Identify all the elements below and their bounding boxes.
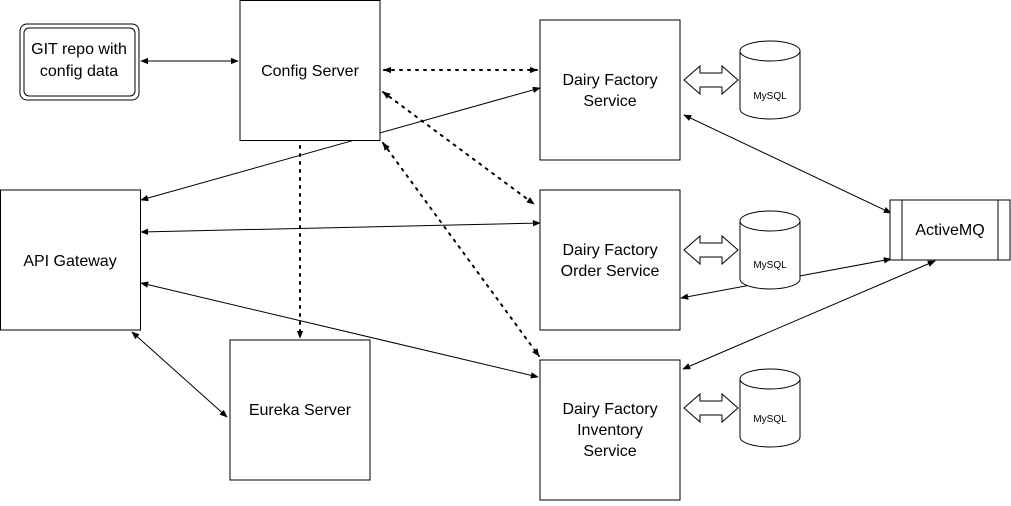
dairy-factory-service-label-line2: Service: [583, 93, 636, 110]
order-db-link-arrow: [683, 234, 739, 266]
activemq-node: ActiveMQ: [889, 199, 1011, 261]
order-db-label: MySQL: [753, 260, 787, 271]
git-repo-node: GIT repo with config data: [19, 23, 140, 101]
inventory-service-label-line1: Dairy Factory: [562, 401, 657, 418]
api-gateway-label: API Gateway: [23, 253, 116, 270]
config-inventory-arrow: [382, 142, 540, 357]
api-order-arrow: [140, 219, 541, 236]
config-server-label: Config Server: [261, 63, 359, 80]
inventory-service-node: Dairy Factory Inventory Service: [539, 359, 681, 501]
inventory-service-label-line2: Inventory: [577, 422, 643, 439]
inventory-service-label-line3: Service: [583, 443, 636, 460]
api-eureka-arrow: [131, 331, 228, 418]
order-service-label-line2: Order Service: [561, 263, 660, 280]
order-service-node: Dairy Factory Order Service: [539, 189, 681, 331]
dairy-db-group: MySQL: [683, 40, 801, 120]
api-inventory-arrow: [140, 281, 539, 379]
dairy-factory-service-label-line1: Dairy Factory: [562, 72, 657, 89]
api-dairy-arrow: [140, 86, 541, 202]
connectors: [131, 57, 936, 418]
inventory-db-label: MySQL: [753, 414, 787, 425]
eureka-server-label: Eureka Server: [249, 402, 352, 419]
dairy-db-label: MySQL: [753, 91, 787, 102]
inventory-activemq-arrow: [682, 260, 936, 370]
activemq-label: ActiveMQ: [915, 222, 984, 239]
inventory-mysql-db: MySQL: [739, 368, 801, 448]
dairy-factory-service-node: Dairy Factory Service: [539, 19, 681, 161]
order-service-label-line1: Dairy Factory: [562, 242, 657, 259]
api-gateway-node: API Gateway: [0, 189, 141, 331]
dairy-activemq-arrow: [683, 114, 892, 214]
inventory-db-group: MySQL: [683, 368, 801, 448]
eureka-server-node: Eureka Server: [229, 339, 371, 481]
dairy-mysql-db: MySQL: [739, 40, 801, 120]
inventory-db-link-arrow: [683, 392, 739, 424]
config-order-arrow: [382, 91, 535, 205]
git-repo-label-line1: GIT repo with: [31, 41, 127, 58]
config-server-node: Config Server: [239, 0, 381, 141]
git-repo-label-line2: config data: [40, 63, 118, 80]
dairy-db-link-arrow: [683, 64, 739, 96]
order-mysql-db: MySQL: [739, 210, 801, 290]
order-db-group: MySQL: [683, 210, 801, 290]
